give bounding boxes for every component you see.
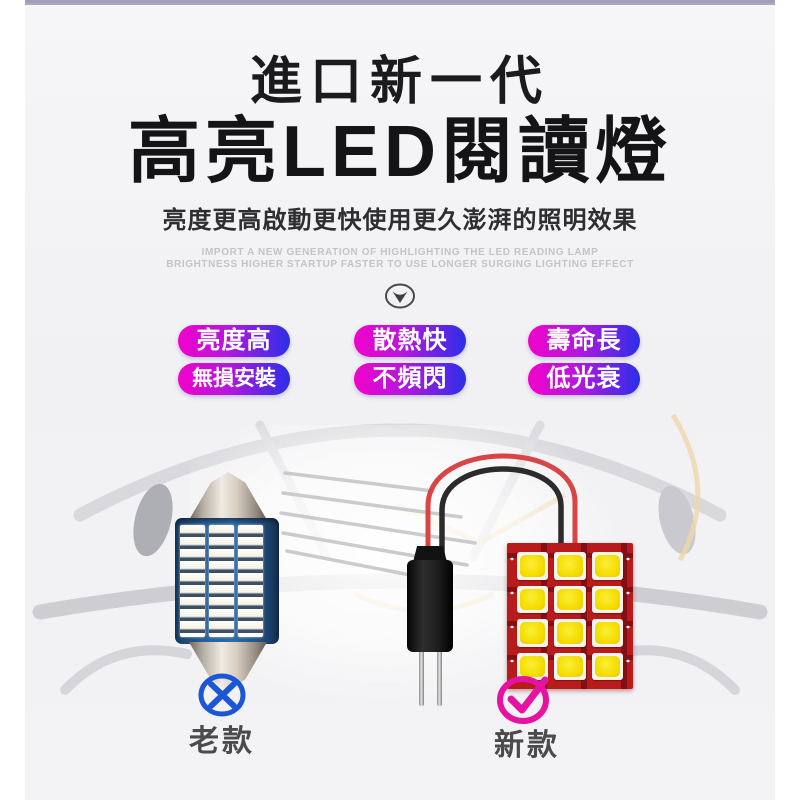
led-chip: [591, 585, 623, 613]
bulb-cap-top: [189, 472, 267, 520]
led-chip: [554, 619, 586, 647]
badge-heat: 散熱快: [354, 325, 466, 357]
top-accent-strip: [25, 0, 775, 5]
led-chip: [591, 652, 623, 680]
wire-harness: [425, 453, 578, 576]
poster-content: 進口新一代 高亮LED閱讀燈 亮度更高啟動更快使用更久澎湃的照明效果 IMPOR…: [25, 0, 775, 800]
black-adapter: [407, 560, 453, 652]
led-strip: [238, 525, 263, 637]
x-mark-icon: [198, 673, 246, 717]
subtitle: 亮度更高啟動更快使用更久澎湃的照明效果: [162, 207, 638, 234]
badge-decay: 低光衰: [528, 363, 640, 395]
english-tagline-line1: IMPORT A NEW GENERATION OF HIGHLIGHTING …: [201, 247, 599, 258]
led-chip: [517, 619, 549, 647]
bulb-body: [175, 518, 279, 644]
led-chip: [591, 619, 623, 647]
led-chip: [517, 552, 549, 580]
header-section: 進口新一代 高亮LED閱讀燈 亮度更高啟動更快使用更久澎湃的照明效果 IMPOR…: [25, 0, 775, 309]
old-festoon-bulb: [175, 472, 281, 692]
led-strip: [180, 525, 205, 637]
led-chip: [517, 585, 549, 613]
badge-lifespan: 壽命長: [528, 325, 640, 357]
header-kicker: 進口新一代: [249, 53, 550, 111]
badge-brightness: 亮度高: [178, 325, 290, 357]
led-chip: [517, 652, 549, 680]
chevron-down-icon: [385, 283, 415, 309]
adapter-collar: [413, 546, 447, 562]
badge-install: 無損安裝: [178, 363, 290, 395]
old-style-label: 老款: [189, 725, 255, 758]
adapter-pin: [437, 648, 442, 706]
led-chip: [591, 552, 623, 580]
page-title: 高亮LED閱讀燈: [127, 112, 672, 192]
red-wire: [425, 453, 578, 576]
adapter-pin: [419, 648, 424, 706]
english-tagline-line2: BRIGHTNESS HIGHER STARTUP FASTER TO USE …: [166, 259, 634, 270]
check-mark-icon: [497, 676, 549, 724]
led-chip: [554, 552, 586, 580]
solder-pads: [625, 553, 631, 679]
led-strip: [209, 525, 234, 637]
new-panel-led-grid: [507, 543, 633, 689]
solder-pads: [509, 553, 515, 679]
led-chip: [554, 652, 586, 680]
new-style-label: 新款: [494, 729, 560, 762]
badge-flicker: 不頻閃: [354, 363, 466, 395]
black-wire: [439, 466, 564, 576]
led-chip: [554, 585, 586, 613]
